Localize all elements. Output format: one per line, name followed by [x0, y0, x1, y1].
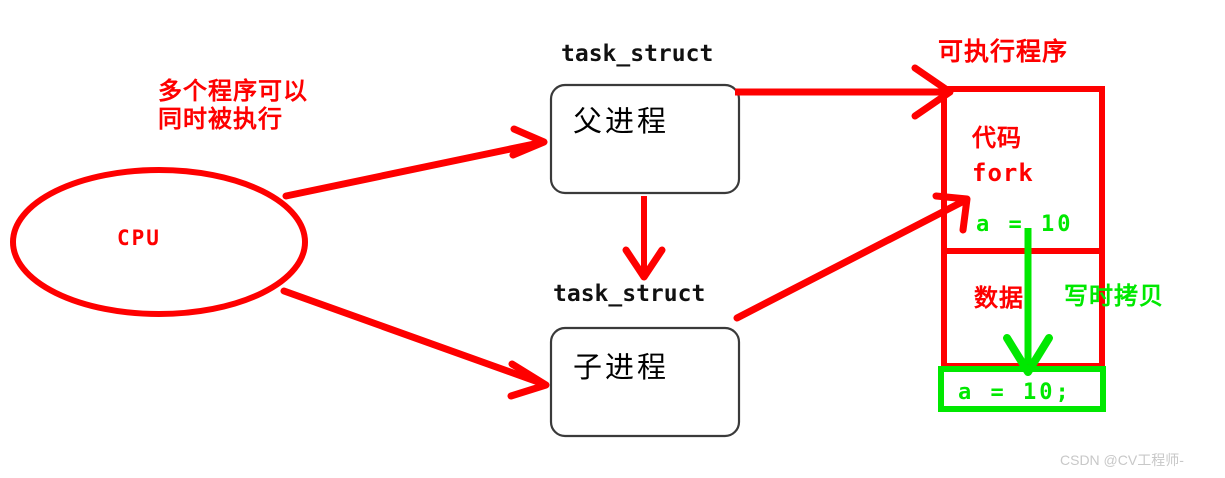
code-segment-label: 代码 — [972, 124, 1022, 152]
child-process-label: 子进程 — [573, 350, 670, 384]
executable-program-title: 可执行程序 — [938, 37, 1069, 66]
task-struct-label-child: task_struct — [553, 281, 706, 307]
cpu-ellipse — [10, 167, 308, 317]
task-struct-label-parent: task_struct — [561, 41, 714, 67]
csdn-watermark: CSDN @CV工程师- — [1060, 452, 1184, 468]
cpu-label: CPU — [117, 226, 161, 250]
arrow-parent-to-child — [622, 196, 666, 281]
arrow-cpu-to-parent — [282, 125, 548, 200]
parent-process-label: 父进程 — [573, 104, 670, 138]
child-process-box — [549, 326, 741, 438]
copied-page-label: a = 10; — [958, 380, 1072, 405]
note-multiple-programs: 多个程序可以 同时被执行 — [158, 77, 308, 133]
copied-data-box — [938, 366, 1106, 412]
parent-process-box — [549, 83, 741, 195]
code-assignment-label: a = 10 — [976, 212, 1074, 237]
data-segment-label: 数据 — [974, 284, 1024, 312]
arrow-parent-to-program — [735, 64, 954, 120]
arrow-child-to-code — [733, 192, 971, 322]
arrow-cpu-to-child — [280, 287, 550, 400]
copy-on-write-label: 写时拷贝 — [1064, 282, 1164, 310]
fork-call-label: fork — [972, 159, 1034, 187]
